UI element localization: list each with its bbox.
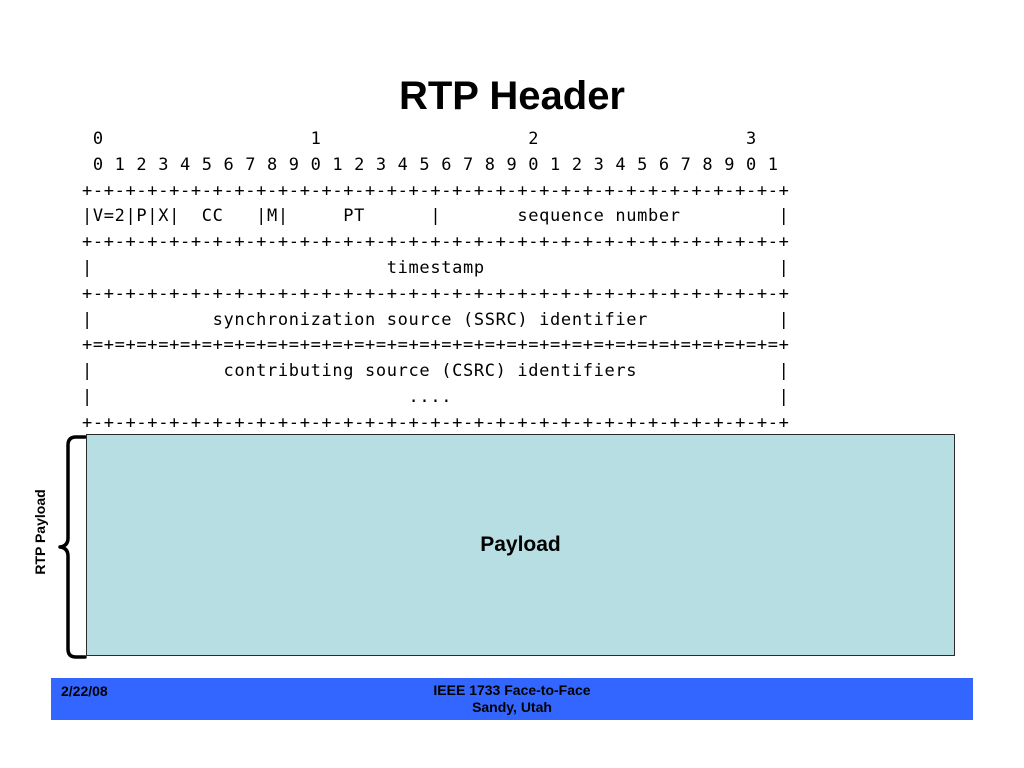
footer-bar: 2/22/08 IEEE 1733 Face-to-Face Sandy, Ut… [51, 678, 973, 720]
footer-center-text: IEEE 1733 Face-to-Face Sandy, Utah [51, 682, 973, 716]
footer-event-name: IEEE 1733 Face-to-Face [433, 682, 591, 698]
footer-location: Sandy, Utah [472, 699, 552, 715]
curly-brace-icon [58, 435, 87, 659]
footer-date: 2/22/08 [61, 683, 108, 699]
rtp-payload-side-label-text: RTP Payload [32, 489, 48, 575]
slide-title: RTP Header [398, 74, 625, 118]
payload-label: Payload [480, 533, 561, 556]
rtp-header-ascii-diagram: 0 1 2 3 0 1 2 3 4 5 6 7 8 9 0 1 2 3 4 5 … [82, 129, 790, 433]
payload-box: Payload [86, 434, 955, 656]
